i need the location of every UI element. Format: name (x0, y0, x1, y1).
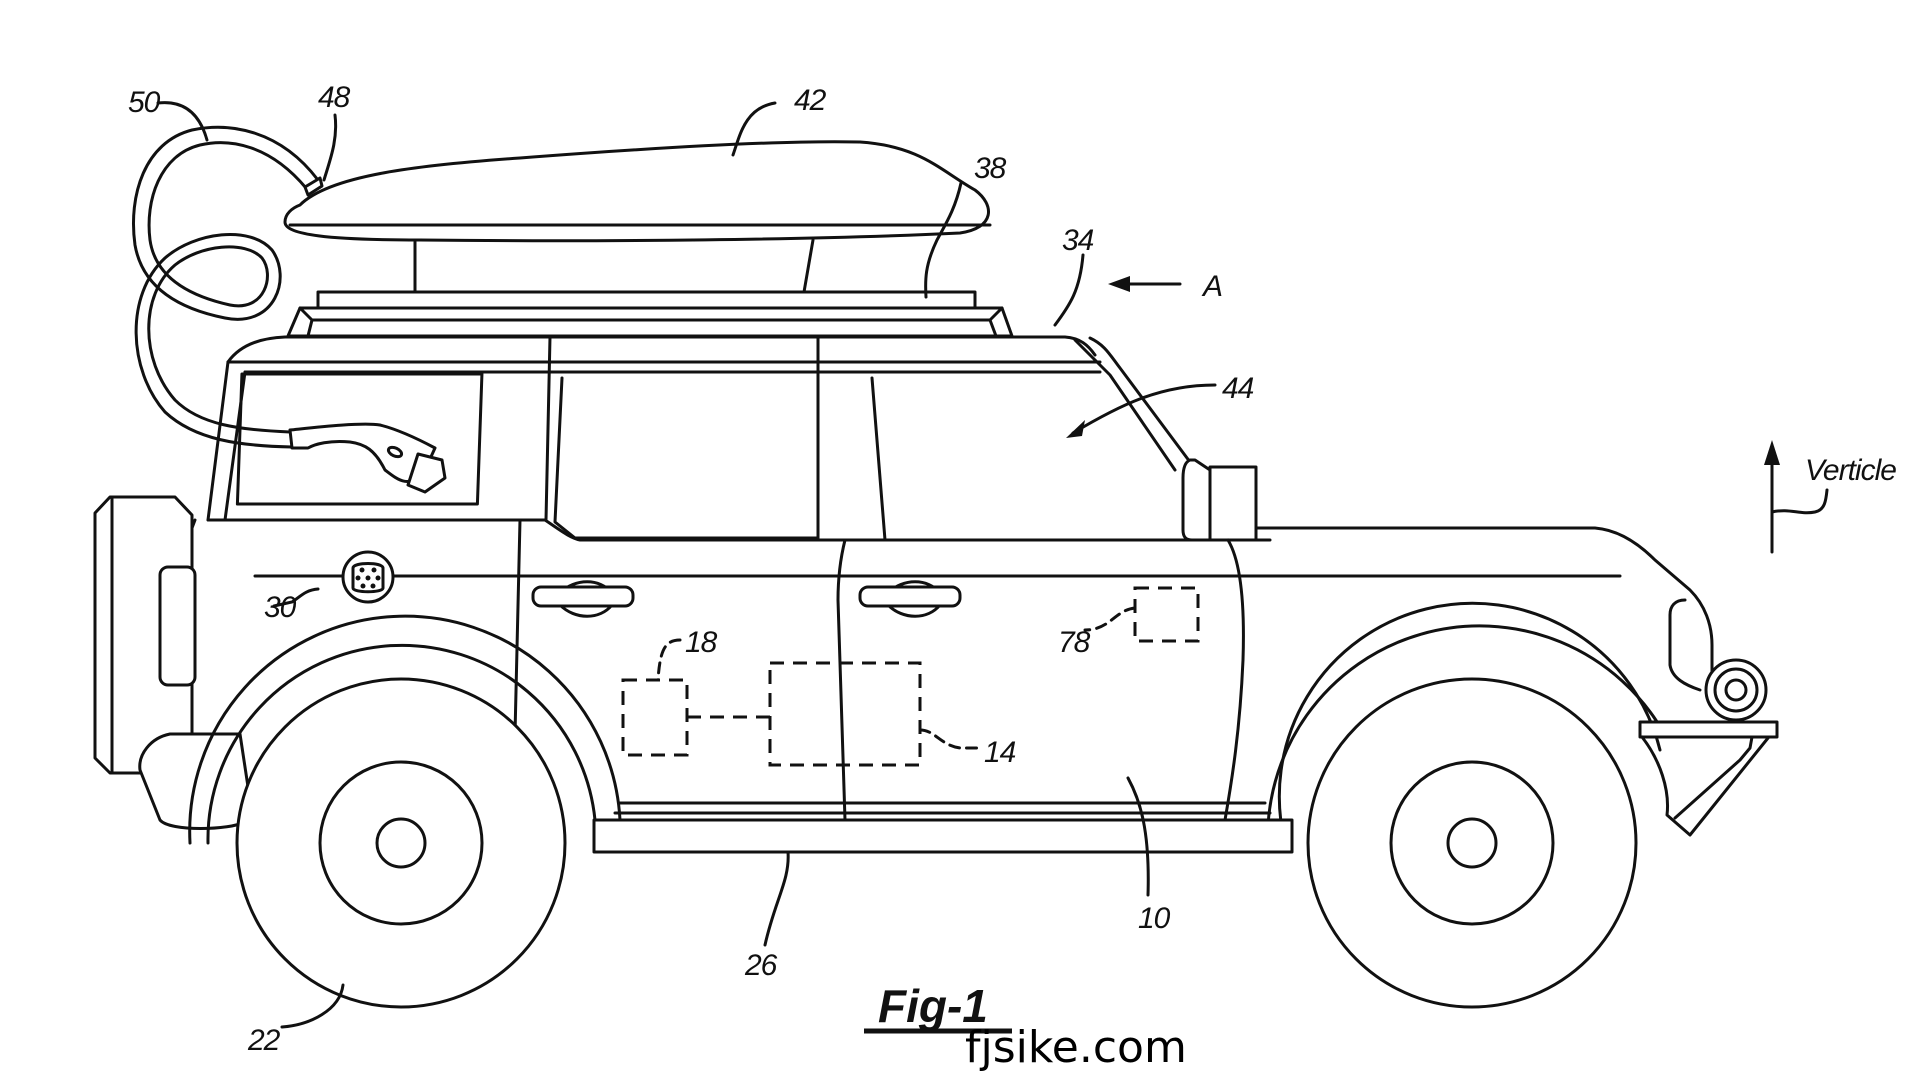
label-34: 34 (1062, 224, 1094, 257)
label-78: 78 (1058, 626, 1091, 659)
door-handle-rear (531, 580, 635, 618)
taillight (158, 565, 197, 687)
tow-ring (1704, 658, 1768, 722)
window-arrowhead (1066, 420, 1085, 438)
view-arrow-a: A (1108, 270, 1223, 303)
label-22: 22 (247, 1024, 281, 1057)
component-box-14 (768, 661, 922, 767)
label-26: 26 (744, 949, 778, 982)
label-10: 10 (1138, 902, 1171, 935)
front-wheel (1266, 601, 1667, 1009)
label-48: 48 (318, 81, 351, 114)
label-42: 42 (794, 84, 827, 117)
door-handle-front (858, 580, 962, 618)
vertical-direction-indicator: Verticle (1764, 440, 1897, 554)
label-14: 14 (984, 736, 1016, 769)
charge-port (341, 550, 395, 604)
roof-rack (286, 290, 1014, 338)
rocker-panel (592, 818, 1294, 854)
label-18: 18 (685, 626, 718, 659)
view-arrow-label: A (1201, 270, 1222, 303)
figure-title: Fig-1 (878, 980, 988, 1032)
label-38: 38 (974, 152, 1007, 185)
component-box-78 (1133, 586, 1200, 643)
vehicle-body (178, 335, 1714, 822)
label-50: 50 (128, 86, 161, 119)
label-44: 44 (1222, 372, 1254, 405)
component-box-18 (621, 678, 689, 757)
label-30: 30 (264, 591, 297, 624)
roof-cargo-box (283, 140, 992, 294)
rear-wheel (188, 614, 622, 1009)
watermark: fjsike.com (965, 1022, 1187, 1073)
front-bumper (1638, 720, 1779, 837)
charging-cable (131, 125, 447, 494)
vertical-label: Verticle (1805, 454, 1896, 487)
